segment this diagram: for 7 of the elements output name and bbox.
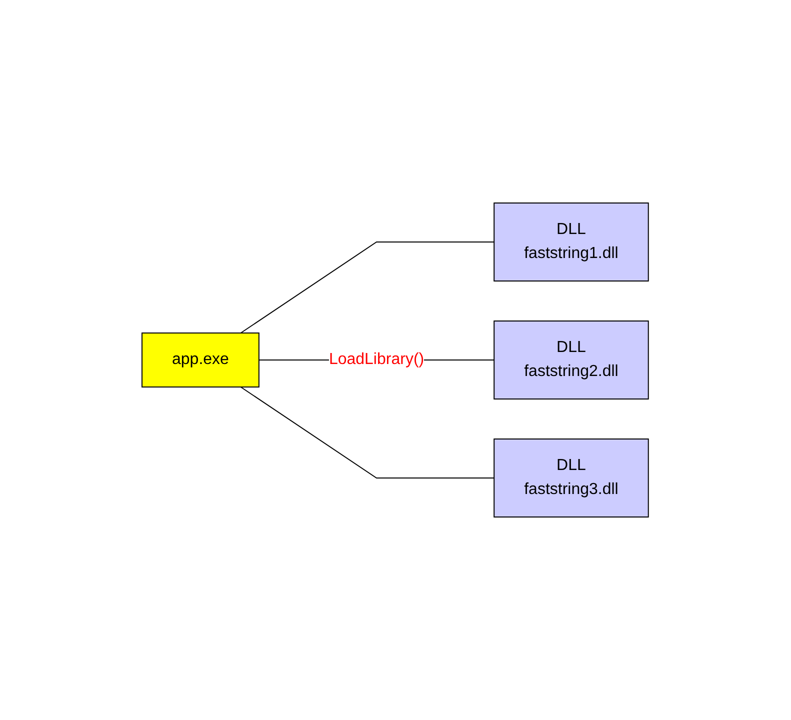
node-box: DLL faststring1.dll: [494, 202, 650, 282]
node-box: DLL faststring2.dll: [494, 320, 650, 400]
node-box: DLL faststring3.dll: [494, 438, 650, 518]
edge-label: LoadLibrary(): [329, 351, 424, 368]
node-box: app.exe: [142, 332, 260, 388]
connector: [240, 242, 495, 334]
connector: [240, 386, 495, 478]
